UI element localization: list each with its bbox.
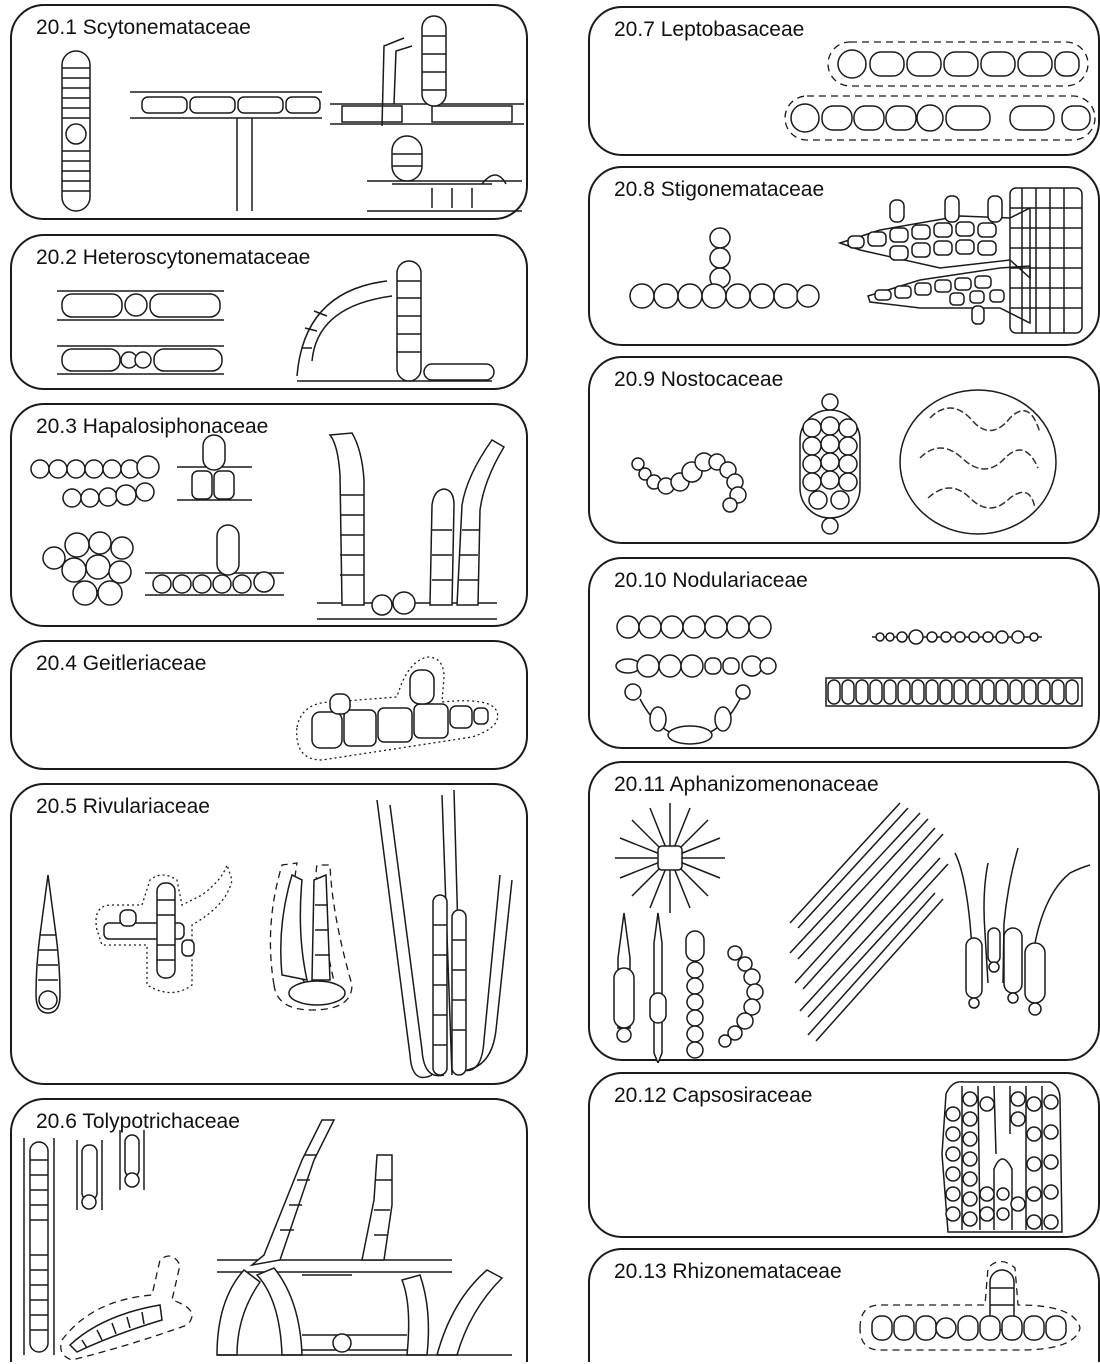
panel-capsosiraceae: 20.12 Capsosiraceae <box>588 1072 1100 1238</box>
rhizonemataceae-illustration <box>590 1250 1100 1364</box>
panel-nodulariaceae: 20.10 Nodulariaceae <box>588 557 1100 749</box>
panel-hapalosiphonaceae: 20.3 Hapalosiphonaceae <box>10 403 528 627</box>
nodulariaceae-illustration <box>590 559 1100 751</box>
panel-tolypotrichaceae: 20.6 Tolypotrichaceae <box>10 1098 528 1362</box>
panel-aphanizomenonaceae: 20.11 Aphanizomenonaceae <box>588 761 1100 1061</box>
panel-scytonemataceae: 20.1 Scytonemataceae <box>10 4 528 220</box>
capsosiraceae-illustration <box>590 1074 1100 1240</box>
nostocaceae-illustration <box>590 358 1100 546</box>
panel-rivulariaceae: 20.5 Rivulariaceae <box>10 783 528 1085</box>
panel-heteroscytonemataceae: 20.2 Heteroscytonemataceae <box>10 234 528 390</box>
scytonemataceae-illustration <box>12 6 530 222</box>
leptobasaceae-illustration <box>590 8 1100 158</box>
panel-rhizonemataceae: 20.13 Rhizonemataceae <box>588 1248 1100 1362</box>
panel-stigonemataceae: 20.8 Stigonemataceae <box>588 166 1100 346</box>
heteroscytonemataceae-illustration <box>12 236 530 392</box>
rivulariaceae-illustration <box>12 785 530 1087</box>
tolypotrichaceae-illustration <box>12 1100 530 1364</box>
aphanizomenonaceae-illustration <box>590 763 1100 1063</box>
panel-nostocaceae: 20.9 Nostocaceae <box>588 356 1100 544</box>
hapalosiphonaceae-illustration <box>12 405 530 629</box>
geitleriaceae-illustration <box>12 642 530 772</box>
stigonemataceae-illustration <box>590 168 1100 348</box>
panel-geitleriaceae: 20.4 Geitleriaceae <box>10 640 528 770</box>
panel-leptobasaceae: 20.7 Leptobasaceae <box>588 6 1100 156</box>
